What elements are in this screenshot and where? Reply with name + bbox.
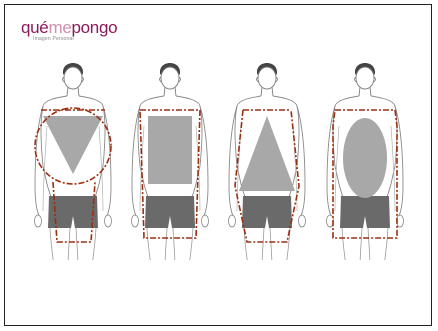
inverted-triangle-icon bbox=[43, 116, 103, 174]
body-shapes-illustration bbox=[25, 60, 425, 260]
body-shapes-svg bbox=[25, 60, 425, 260]
figure-oval bbox=[327, 63, 404, 260]
quemepongo-logo: quémepongo Imagen Personal bbox=[21, 19, 117, 42]
figure-inverted-triangle bbox=[35, 63, 112, 260]
logo-part-que: qué bbox=[21, 18, 48, 37]
triangle-icon bbox=[239, 116, 295, 191]
figure-rectangle bbox=[132, 63, 209, 260]
logo-wordmark: quémepongo bbox=[21, 19, 117, 36]
logo-tagline: Imagen Personal bbox=[33, 37, 117, 42]
slide-frame: quémepongo Imagen Personal bbox=[4, 4, 432, 326]
oval-icon bbox=[343, 118, 387, 198]
rectangle-icon bbox=[148, 116, 192, 184]
figure-triangle bbox=[229, 63, 306, 260]
logo-part-pongo: pongo bbox=[72, 18, 118, 37]
logo-part-me: me bbox=[48, 18, 71, 37]
